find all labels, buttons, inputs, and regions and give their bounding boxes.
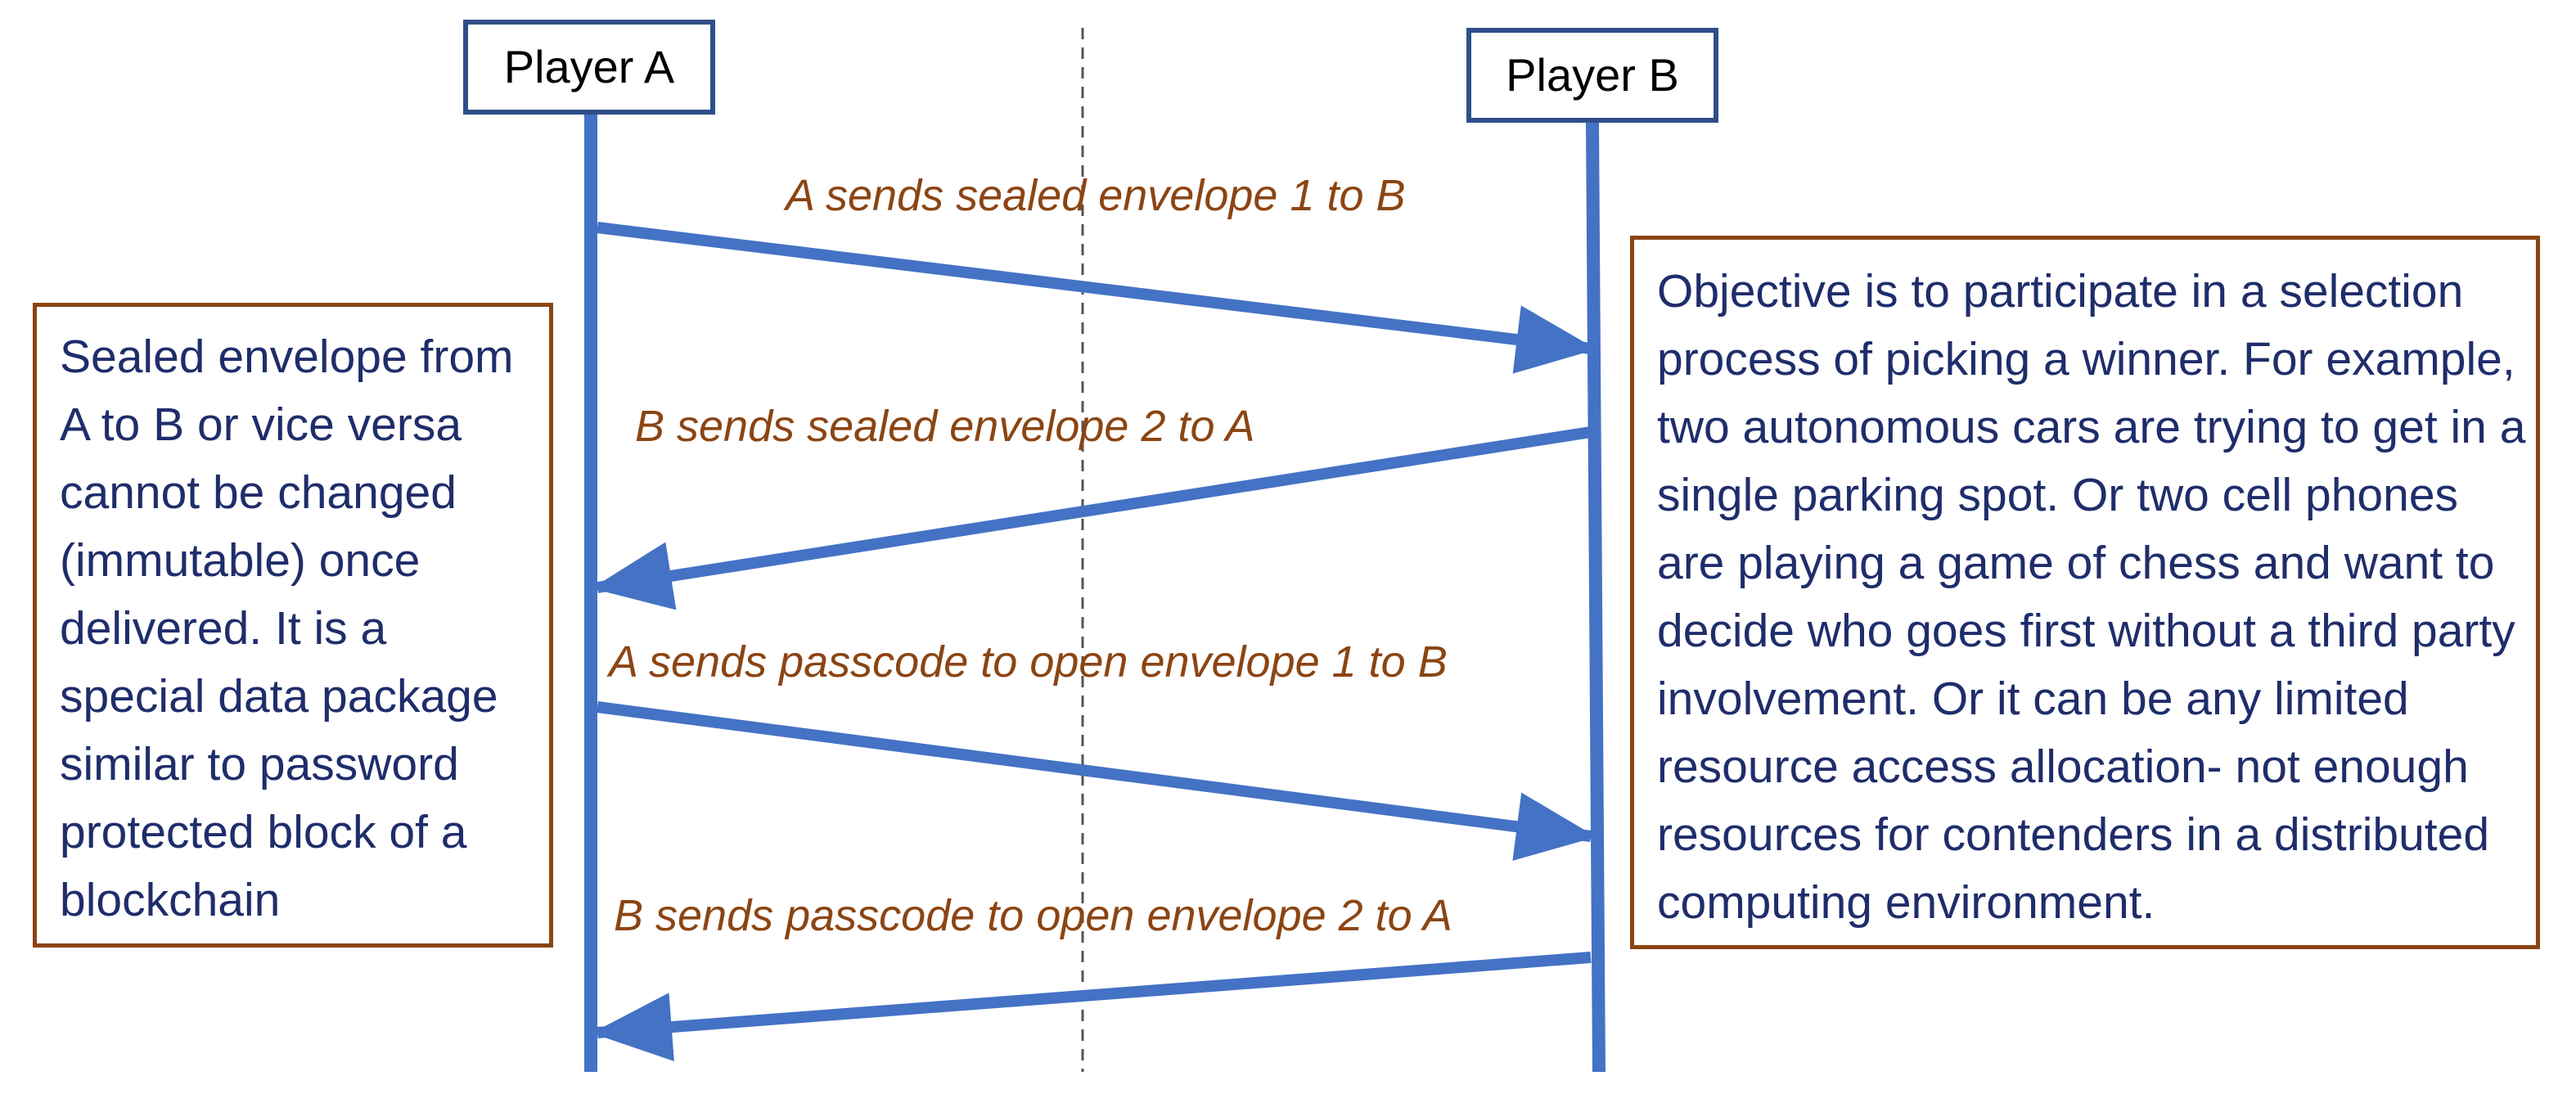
message-arrow-3	[597, 701, 1596, 861]
note-right-text: Objective is to participate in a selecti…	[1657, 265, 2526, 929]
actor-player-b: Player B	[1466, 28, 1718, 123]
message-label-3: A sends passcode to open envelope 1 to B	[609, 637, 1448, 687]
note-right-box: Objective is to participate in a selecti…	[1630, 236, 2540, 949]
actor-player-a: Player A	[463, 20, 715, 115]
message-label-2: B sends sealed envelope 2 to A	[635, 402, 1255, 451]
message-label-1: A sends sealed envelope 1 to B	[786, 171, 1406, 220]
message-label-4: B sends passcode to open envelope 2 to A	[614, 891, 1452, 940]
message-arrow-2	[592, 426, 1592, 610]
actor-player-a-label: Player A	[503, 41, 675, 92]
message-arrow-4	[592, 952, 1592, 1062]
note-left-box: Sealed envelope from A to B or vice vers…	[33, 303, 553, 948]
message-arrow-1	[597, 222, 1596, 374]
note-left-text: Sealed envelope from A to B or vice vers…	[60, 331, 514, 926]
actor-player-b-label: Player B	[1506, 49, 1679, 101]
lifeline-player-b	[1586, 122, 1605, 1073]
